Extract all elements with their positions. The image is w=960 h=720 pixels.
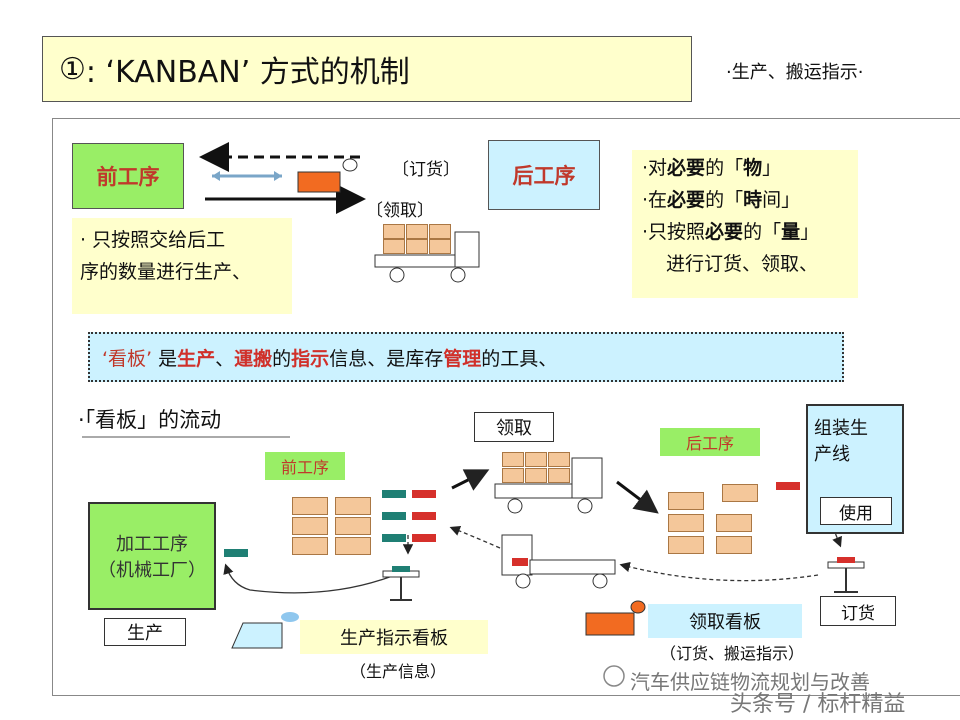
wechat-icon [603, 665, 625, 687]
return-dashed-arrow [449, 525, 501, 549]
flow-pickup-box: 领取 [474, 412, 554, 442]
flow-prev-process: 前工序 [265, 452, 345, 480]
pickup-label: 〔领取〕 [366, 201, 434, 221]
top-truck-icon [374, 231, 480, 283]
kanban-post-right [827, 557, 865, 593]
flow-heading: ·「看板」的流动 [78, 408, 222, 432]
next-process-box: 后工序 [488, 140, 600, 210]
production-kanban-card [231, 622, 283, 649]
legend-label: ·生产、搬运指示· [726, 62, 864, 83]
to-machining-arrow [223, 563, 396, 594]
production-info-label: （生产信息） [350, 662, 447, 681]
prev-note-line2: 序的数量进行生产、 [80, 261, 252, 283]
kanban-definition: ‘看板’ 是 生产 、 運搬 的 指示 信息、是库存 管理 的工具、 [88, 332, 844, 382]
flow-next-process: 后工序 [660, 428, 760, 456]
prev-process-note: · 只按照交给后工 序的数量进行生产、 [72, 218, 292, 314]
order-box: 订货 [820, 596, 896, 626]
prev-process-label: 前工序 [96, 165, 160, 189]
to-next-process-arrow [616, 480, 659, 514]
pickup-kanban-card [585, 612, 635, 636]
need-line-1: ·对必要的「物」 [642, 157, 782, 179]
next-process-label: 后工序 [512, 164, 576, 188]
return-dashed-arrow-2 [619, 561, 819, 582]
diagram-frame [52, 118, 960, 696]
production-kanban-label: 生产指示看板 [300, 620, 488, 654]
pickup-kanban-label: 领取看板 [648, 604, 802, 638]
page-title: : ‘KANBAN’ 方式的机制 [85, 55, 410, 90]
prev-process-box: 前工序 [72, 143, 184, 209]
need-line-2: ·在必要的「時间」 [642, 189, 801, 211]
need-line-3: ·只按照必要的「量」 [642, 221, 820, 243]
order-kanban-card [297, 171, 341, 193]
need-line-4: 进行订货、领取、 [666, 253, 819, 275]
use-label: 使用 [820, 497, 892, 525]
middle-truck-icon [494, 457, 603, 514]
pickup-kanban-note: （订货、搬运指示） [660, 644, 805, 663]
order-label: 〔订货〕 [392, 160, 460, 180]
kanban-post-left [382, 566, 420, 601]
return-truck-icon [501, 534, 616, 589]
watermark-line2: 头条号 / 标杆精益 [730, 692, 906, 717]
machining-process-box: 加工工序 （机械工厂） [88, 502, 216, 610]
prev-note-line1: · 只按照交给后工 [80, 229, 226, 251]
need-note: ·对必要的「物」 ·在必要的「時间」 ·只按照必要的「量」 进行订货、领取、 [632, 150, 858, 298]
title-marker: ① [59, 51, 86, 87]
to-pickup-arrow [451, 469, 490, 491]
watermark-line1: 汽车供应链物流规划与改善 [630, 670, 870, 694]
title-box: ① : ‘KANBAN’ 方式的机制 [42, 36, 692, 102]
production-label: 生产 [104, 618, 186, 646]
